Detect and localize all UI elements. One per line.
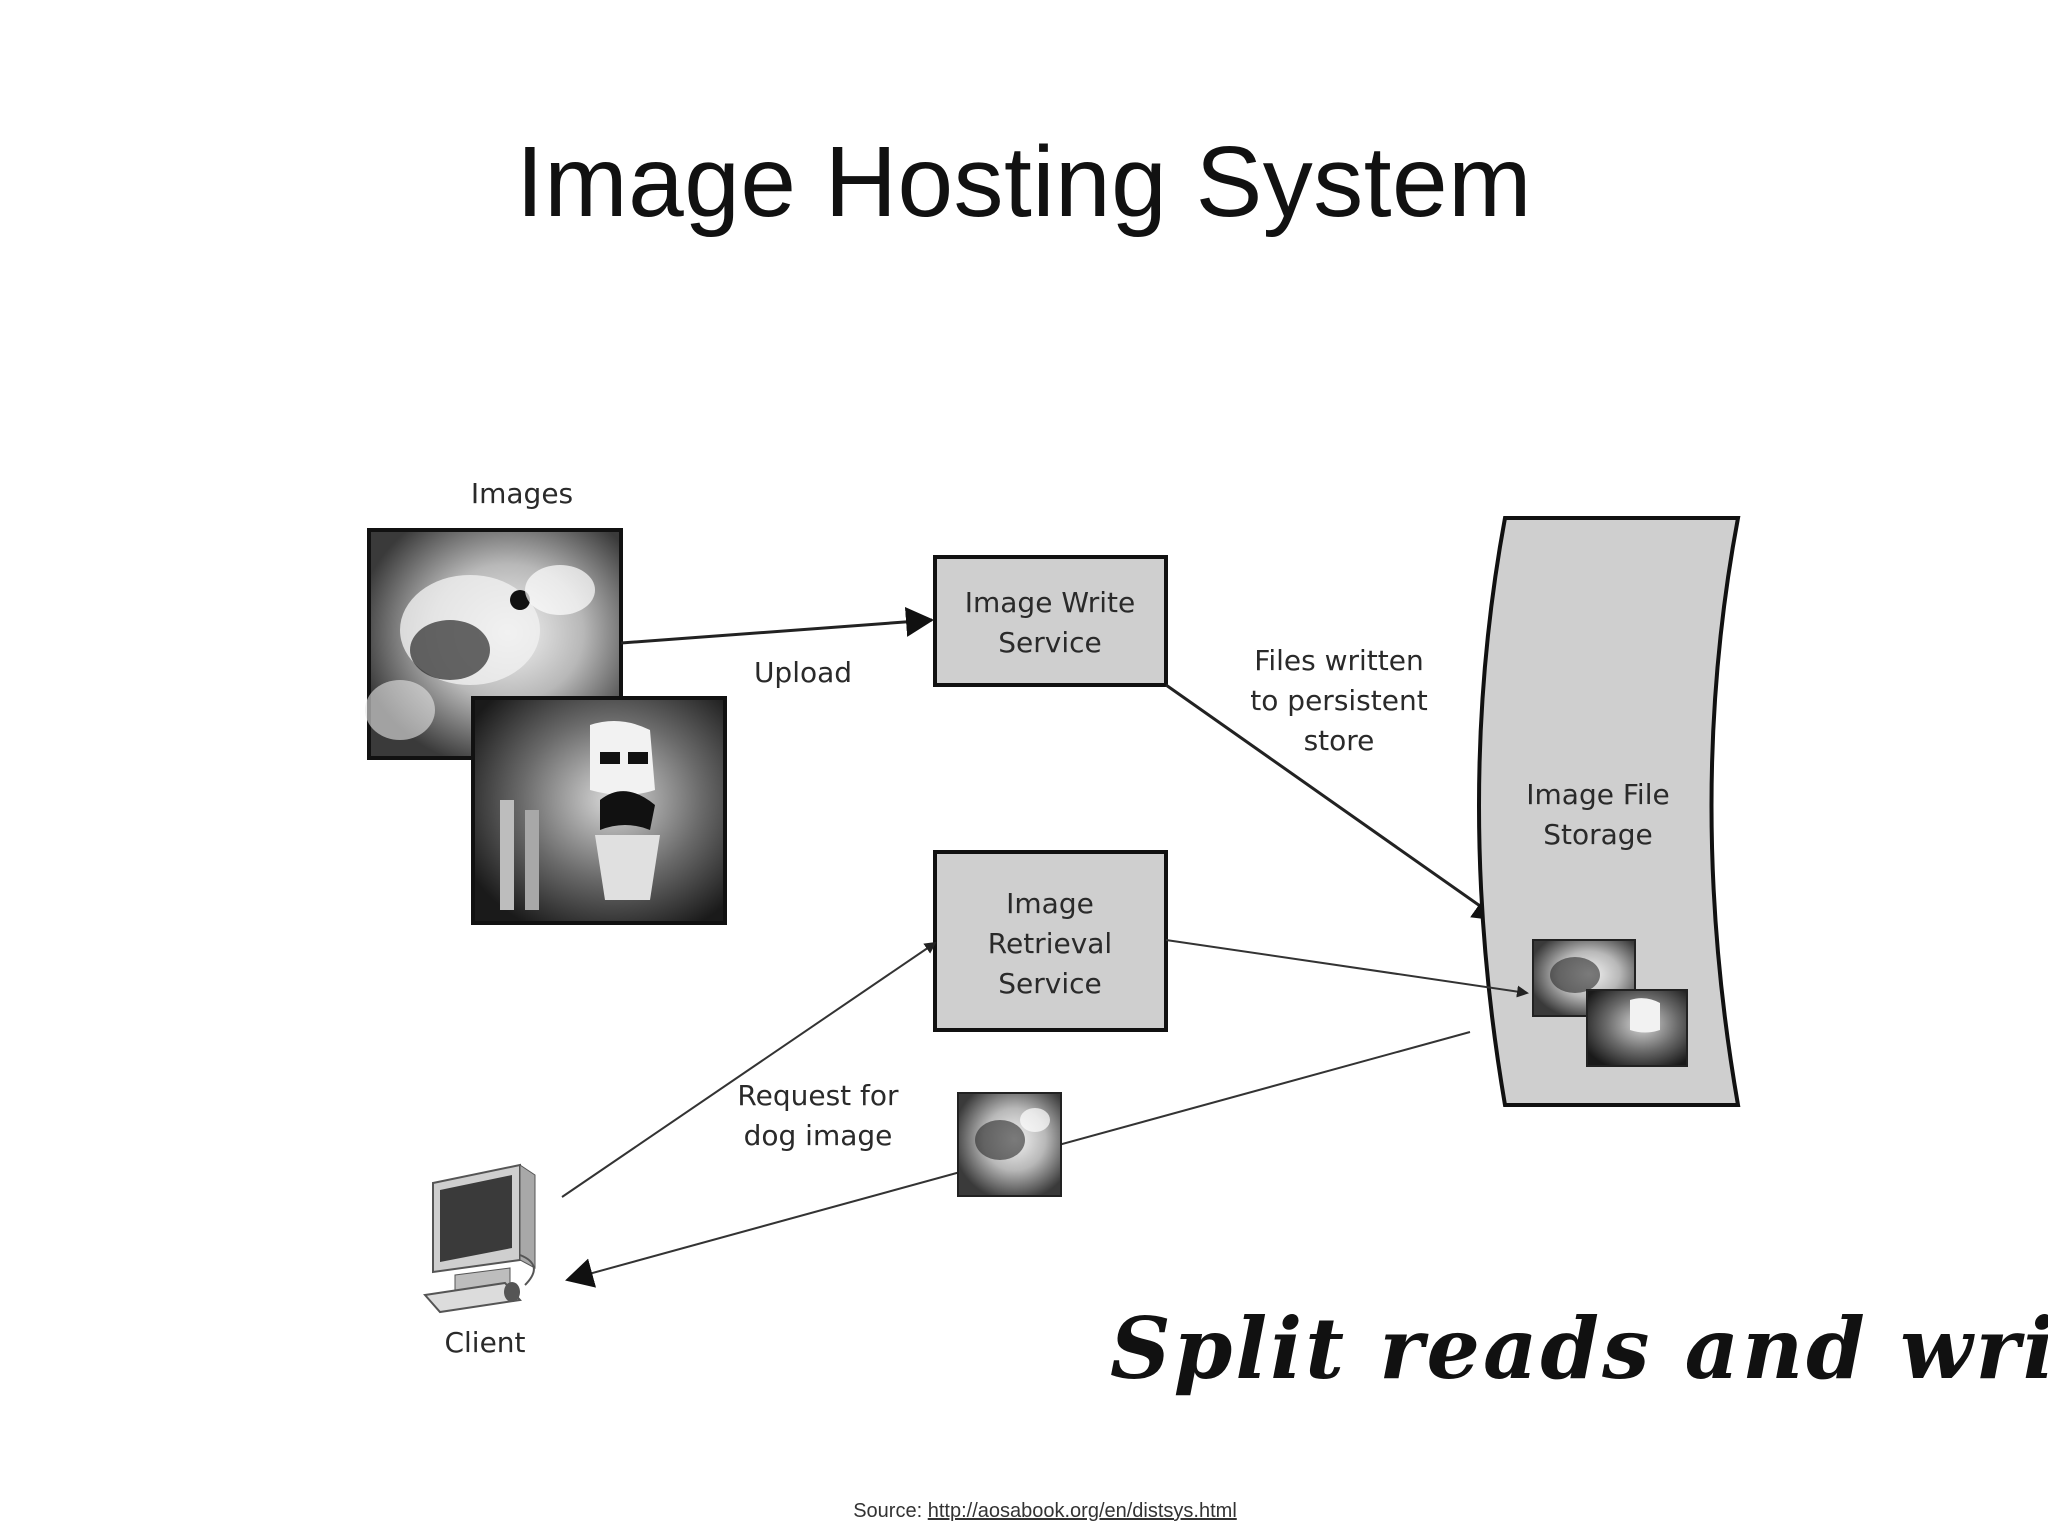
- source-prefix: Source:: [853, 1500, 923, 1522]
- client-computer-icon: [423, 1163, 536, 1314]
- retrieval-line-2: Retrieval: [988, 927, 1112, 960]
- write-service-line-2: Service: [998, 626, 1101, 659]
- source-link[interactable]: http://aosabook.org/en/distsys.html: [927, 1500, 1237, 1522]
- write-to-storage-arrow: [1165, 683, 1502, 922]
- files-written-line-3: store: [1304, 724, 1375, 757]
- request-line-1: Request for: [737, 1079, 899, 1112]
- source-citation: Source: http://aosabook.org/en/distsys.h…: [0, 1500, 2048, 1523]
- dog-photo: [365, 528, 623, 760]
- retrieval-line-1: Image: [1006, 887, 1094, 920]
- files-written-line-1: Files written: [1254, 644, 1423, 677]
- image-file-storage: Image File Storage: [1477, 516, 1741, 1107]
- image-write-service: Image Write Service: [933, 555, 1168, 687]
- write-service-line-1: Image Write: [965, 586, 1136, 619]
- request-line-2: dog image: [744, 1119, 893, 1152]
- stormtrooper-photo: [471, 696, 727, 925]
- client-label: Client: [444, 1326, 525, 1359]
- stored-trooper-thumbnail: [1586, 989, 1688, 1067]
- storage-line-1: Image File: [1526, 778, 1669, 811]
- retrieval-to-storage-arrow: [1165, 939, 1529, 998]
- page-title: Image Hosting System: [516, 126, 1532, 238]
- image-retrieval-service: Image Retrieval Service: [933, 850, 1168, 1032]
- storage-line-2: Storage: [1543, 818, 1653, 851]
- upload-label: Upload: [754, 656, 852, 689]
- returned-dog-image: [957, 1092, 1062, 1197]
- tagline: Split reads and writes: [1110, 1299, 2048, 1398]
- images-label: Images: [471, 477, 573, 510]
- retrieval-line-3: Service: [998, 967, 1101, 1000]
- request-arrow: [561, 941, 937, 1198]
- files-written-line-2: to persistent: [1250, 684, 1427, 717]
- upload-arrow: [620, 606, 934, 645]
